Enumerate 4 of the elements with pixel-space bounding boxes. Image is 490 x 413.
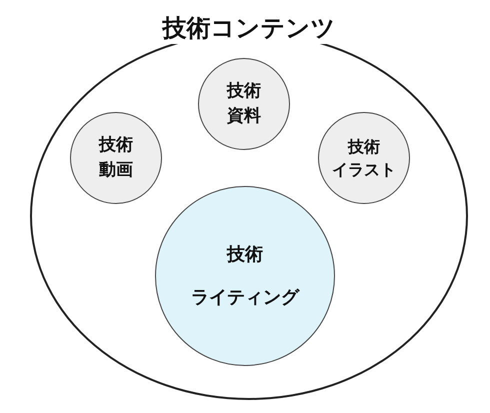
- topic-label: 技術動画: [99, 134, 133, 182]
- topic-label: 技術イラスト: [332, 136, 396, 181]
- topic-label: 技術資料: [227, 80, 261, 128]
- topic-label: 技術ライティング: [191, 242, 299, 310]
